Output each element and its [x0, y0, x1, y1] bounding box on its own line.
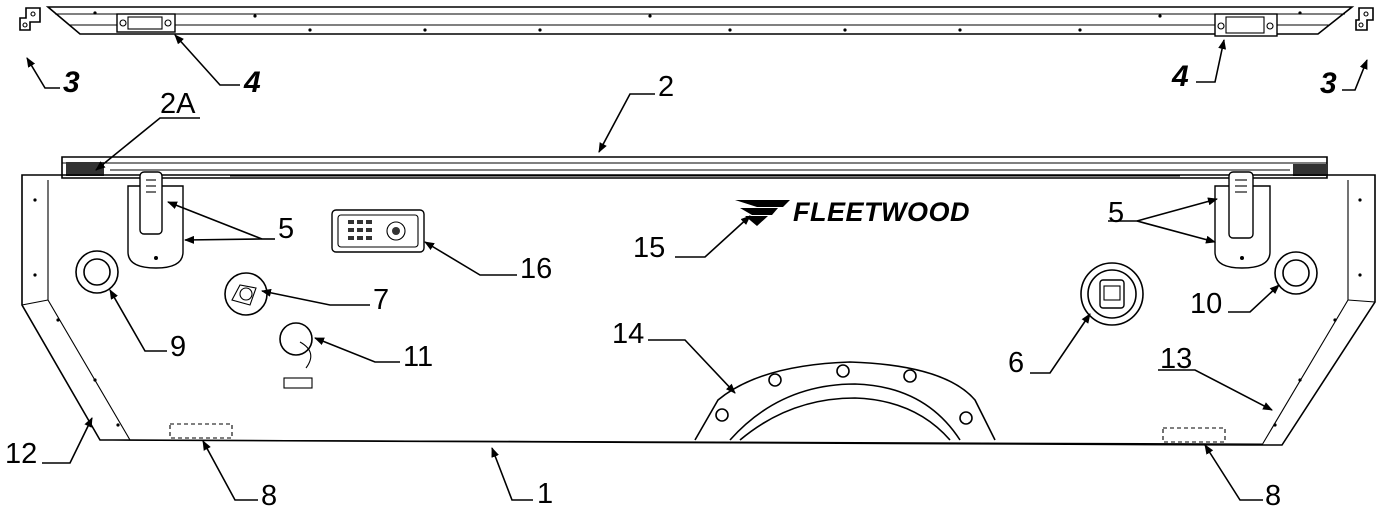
fitting-7: [224, 272, 268, 316]
step-handle-15: [694, 361, 996, 441]
callout-2a: 2A: [160, 88, 196, 120]
rail-bracket-left: [116, 13, 176, 33]
callout-6: 6: [1008, 347, 1024, 379]
bumper-pad-right: [1162, 427, 1226, 443]
brand-wordmark: FLEETWOOD: [793, 197, 970, 227]
callout-5-left: 5: [278, 213, 294, 245]
callout-9: 9: [170, 331, 186, 363]
port-right: [1274, 251, 1318, 295]
callout-15: 14: [612, 318, 644, 350]
leader-lines: [26, 34, 1368, 501]
callout-16: 16: [520, 253, 552, 285]
callout-1: 1: [537, 478, 553, 510]
corner-clip-right: [1355, 7, 1374, 31]
callout-8-left: 8: [261, 480, 277, 510]
callout-12: 12: [5, 438, 37, 470]
latch-right: [1214, 171, 1271, 269]
keypad-16: [331, 209, 425, 253]
callout-13: 13: [1160, 343, 1192, 375]
callout-11: 11: [403, 341, 433, 373]
callout-4-right: 4: [1171, 60, 1189, 93]
callout-3-left: 3: [63, 66, 80, 99]
port-left: [75, 250, 119, 294]
latch-left: [127, 171, 184, 269]
fleetwood-logo: FLEETWOOD: [735, 197, 970, 227]
callout-2: 2: [658, 71, 674, 103]
cable-11: [279, 322, 313, 389]
callout-8-right: 8: [1265, 480, 1281, 510]
rail-bracket-right: [1214, 13, 1278, 37]
tailgate-body: [21, 156, 1376, 446]
fill-door-6: [1080, 262, 1144, 326]
top-rail: [45, 6, 1355, 35]
corner-clip-left: [19, 7, 41, 31]
callout-4-left: 4: [243, 66, 261, 99]
callout-3-right: 3: [1320, 67, 1337, 100]
callout-7: 7: [373, 284, 389, 316]
callout-5-right: 5: [1108, 197, 1124, 229]
bumper-pad-left: [169, 423, 233, 439]
callout-10: 10: [1190, 288, 1222, 320]
callout-labels: 3 4 4 3 2A 2 5 5 15 16 7 9 10 11 6 14 13…: [5, 60, 1337, 512]
callout-14: 15: [633, 232, 665, 264]
